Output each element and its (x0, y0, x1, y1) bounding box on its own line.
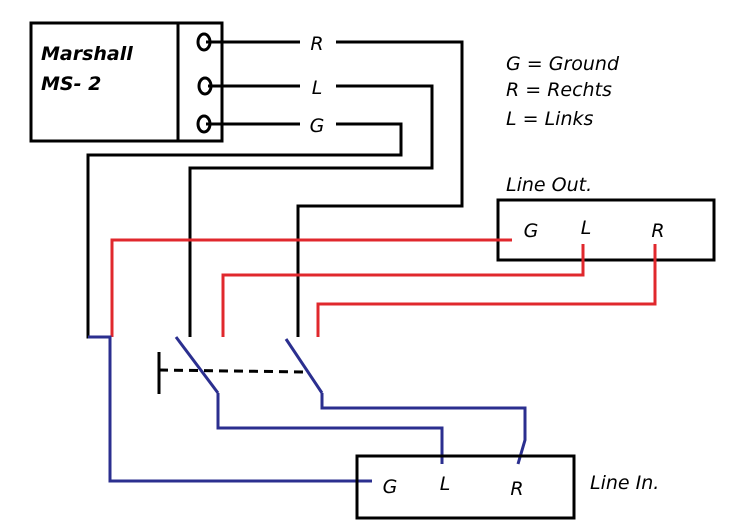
switch-blade-2 (284, 338, 324, 394)
red-wire-g (110, 238, 512, 337)
blue-wire-r (320, 393, 527, 465)
marshall-label-g: G (310, 115, 325, 137)
marshall-box: Marshall MS- 2 (29, 21, 224, 143)
blue-wires (88, 335, 527, 483)
line-in-label-g: G (383, 476, 398, 498)
switch (157, 336, 324, 394)
switch-blade-1 (174, 336, 220, 394)
blue-wire-g (88, 335, 372, 483)
switch-mechanical-link (158, 368, 307, 374)
line-out-title: Line Out. (506, 174, 592, 196)
red-wire-l (221, 244, 585, 337)
red-wires (110, 238, 657, 337)
legend-left: L = Links (506, 108, 593, 130)
marshall-outline (29, 21, 224, 143)
line-out-label-r: R (651, 220, 664, 242)
marshall-name-line2: MS- 2 (41, 73, 101, 95)
legend-right: R = Rechts (506, 79, 612, 101)
wire-l-b (188, 84, 434, 337)
line-out-outline (496, 198, 716, 262)
marshall-label-r: R (310, 33, 323, 55)
line-in-label-l: L (440, 473, 451, 495)
legend-ground: G = Ground (506, 53, 620, 75)
red-wire-r (316, 244, 657, 337)
line-out-label-l: L (581, 217, 592, 239)
line-out-label-g: G (524, 220, 539, 242)
marshall-label-l: L (312, 77, 323, 99)
black-wires (86, 40, 464, 339)
legend: G = Ground R = Rechts L = Links (506, 53, 620, 130)
line-in-outline (355, 454, 576, 520)
line-in-label-r: R (510, 478, 523, 500)
marshall-name-line1: Marshall (41, 43, 133, 65)
wire-r-b (296, 40, 464, 337)
line-in-title: Line In. (590, 472, 659, 494)
blue-wire-l (216, 393, 444, 464)
line-out-box: Line Out. G L R (496, 174, 716, 262)
line-in-box: G L R Line In. (355, 454, 659, 520)
